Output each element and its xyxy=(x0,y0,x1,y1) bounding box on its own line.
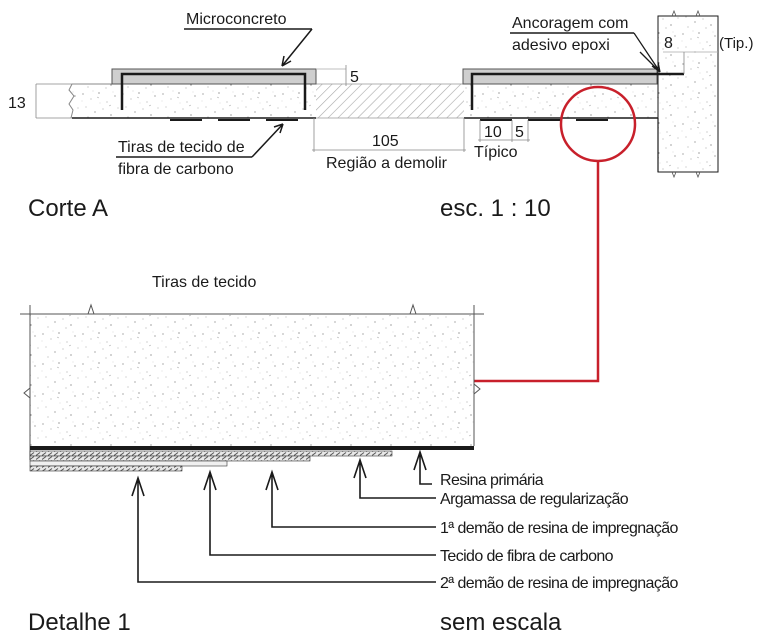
anchor-label-line1: Ancoragem com xyxy=(512,15,629,32)
typical-short-label: (Tip.) xyxy=(719,35,753,52)
beam xyxy=(657,15,719,173)
typical-label: Típico xyxy=(474,144,518,161)
detail-1: Tiras de tecido Resina primária Argamass… xyxy=(20,274,679,636)
leader-mortar xyxy=(353,457,436,499)
dimension-5-spacing: 5 xyxy=(515,124,524,141)
right-anchor-rebar xyxy=(470,72,684,110)
strips-label-line1: Tiras de tecido de xyxy=(118,139,245,156)
microconcrete-label: Microconcreto xyxy=(186,11,287,28)
layer-label-resin-2: 2ª demão de resina de impregnação xyxy=(440,575,679,592)
layer-label-mortar: Argamassa de regularização xyxy=(440,491,629,508)
layer-mortar xyxy=(29,450,393,457)
dimension-8: 8 xyxy=(664,35,673,52)
section-a: Microconcreto Tiras de tecido de fibra d… xyxy=(8,9,753,222)
detail-1-scale: sem escala xyxy=(440,609,562,636)
leader-resin-2 xyxy=(131,475,436,583)
layer-primer xyxy=(30,446,474,450)
right-slab xyxy=(464,84,658,118)
leader-carbon-fabric xyxy=(203,469,436,556)
layer-label-primer: Resina primária xyxy=(440,472,544,489)
demolish-region xyxy=(316,84,464,118)
leader-primer xyxy=(413,449,432,485)
detail-1-title: Detalhe 1 xyxy=(28,609,131,636)
left-microconcrete-overlay xyxy=(111,68,317,85)
dimension-10: 10 xyxy=(484,124,502,141)
left-anchor-rebar xyxy=(120,72,307,110)
layer-resin-2 xyxy=(29,465,183,472)
layer-label-resin-1: 1ª demão de resina de impregnação xyxy=(440,520,679,537)
right-microconcrete-overlay xyxy=(462,68,658,85)
layer-carbon-fabric xyxy=(29,460,228,467)
demolish-region-label: Região a demolir xyxy=(326,155,448,172)
detail-concrete-slab xyxy=(30,314,474,446)
section-a-title: Corte A xyxy=(28,195,108,222)
layer-label-carbon-fabric: Tecido de fibra de carbono xyxy=(440,548,614,565)
detail-top-label: Tiras de tecido xyxy=(152,274,256,291)
section-a-scale: esc. 1 : 10 xyxy=(440,195,551,222)
layer-resin-1 xyxy=(29,455,311,462)
dimension-5-overlay: 5 xyxy=(350,69,359,86)
dimension-105: 105 xyxy=(372,133,399,150)
leader-resin-1 xyxy=(265,469,436,528)
strips-label-line2: fibra de carbono xyxy=(118,161,234,178)
left-slab xyxy=(72,84,316,118)
dimension-13: 13 xyxy=(8,95,26,112)
anchor-label-line2: adesivo epoxi xyxy=(512,37,610,54)
